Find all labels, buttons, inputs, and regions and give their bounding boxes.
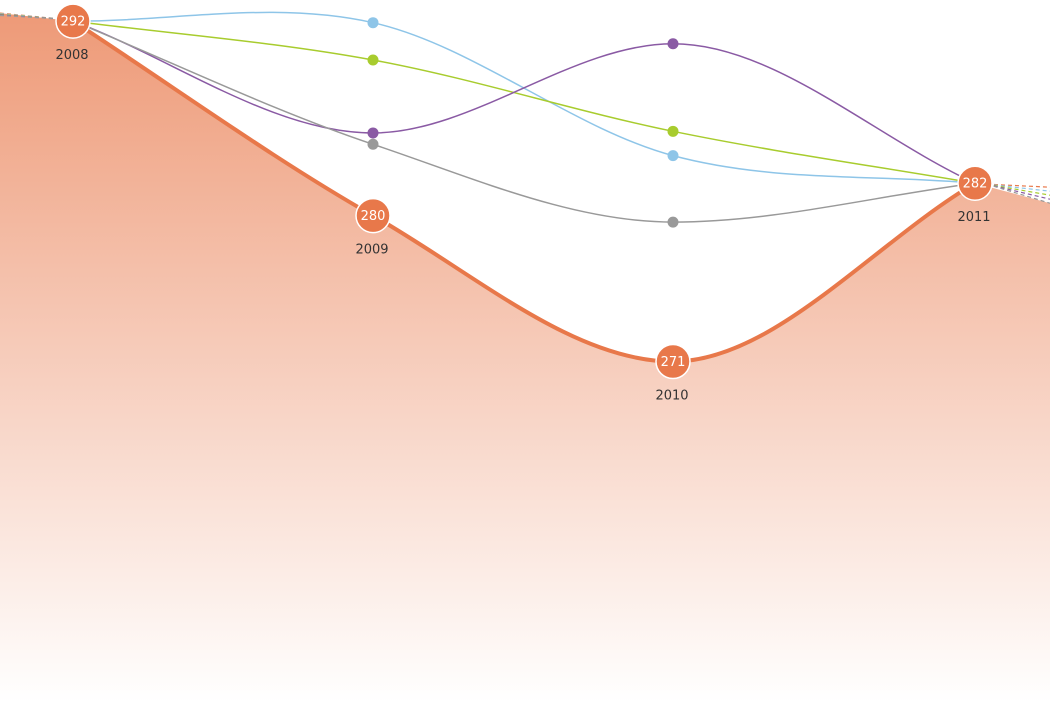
comparison-series-line [72, 20, 976, 184]
comparison-series-line [72, 20, 976, 223]
edge-dash-right [986, 183, 1050, 188]
comparison-series-group [72, 11, 976, 228]
data-label: 292 [61, 15, 86, 30]
edge-dash-left [0, 14, 62, 20]
comparison-series-line [72, 20, 976, 184]
comparison-series-point [367, 138, 379, 150]
x-tick-label: 2008 [55, 48, 88, 63]
comparison-series-point [667, 125, 679, 137]
main-series-line [71, 19, 977, 364]
comparison-series-point [367, 17, 379, 29]
main-series-point [55, 3, 91, 39]
right-edge-dashes [986, 183, 1050, 204]
data-label: 280 [361, 209, 386, 224]
main-series-area [0, 13, 1050, 702]
x-tick-label: 2011 [957, 210, 990, 225]
main-series-point [957, 165, 993, 201]
comparison-series-point [667, 150, 679, 162]
main-series-point [355, 197, 391, 234]
data-label: 282 [963, 177, 988, 192]
comparison-series-point [367, 127, 379, 139]
x-tick-label: 2010 [655, 389, 688, 404]
main-series-markers: 292 2008 280 2009 271 2010 282 2011 [55, 3, 993, 404]
main-series-point [655, 343, 691, 380]
edge-dash-right [986, 183, 1050, 196]
edge-dash-right [986, 183, 1050, 200]
edge-dash-right [986, 183, 1050, 192]
comparison-series-point [667, 38, 679, 50]
left-edge-dashes [0, 12, 62, 20]
x-tick-label: 2009 [355, 243, 388, 258]
comparison-series-point [667, 216, 679, 228]
data-label: 271 [661, 355, 686, 370]
comparison-series-point [367, 54, 379, 66]
edge-dash-right [986, 183, 1050, 204]
